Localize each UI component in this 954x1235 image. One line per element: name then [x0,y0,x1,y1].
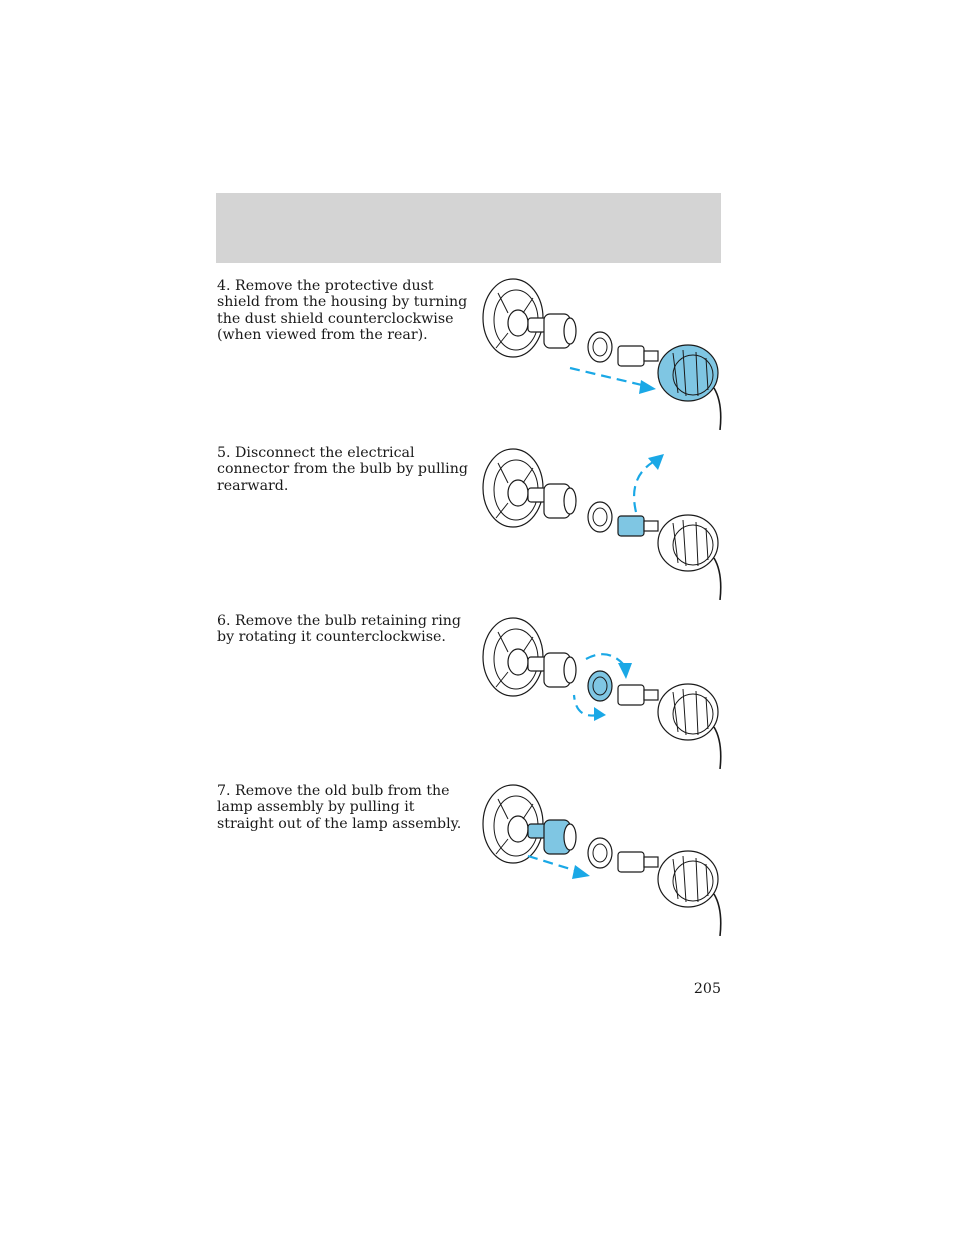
lamp-housing [482,448,544,528]
step-5-text: 5. Disconnect the electrical connector f… [217,445,468,494]
section-header-band [216,193,721,263]
retaining-ring [587,501,613,533]
dust-shield [657,850,722,936]
dust-shield [657,344,722,430]
step-4-illustration [482,278,722,430]
retaining-ring [587,331,613,363]
retaining-ring [587,837,613,869]
step-6-illustration [482,617,722,769]
electrical-connector [617,684,659,706]
dust-shield [657,514,722,600]
step-4-text: 4. Remove the protective dust shield fro… [217,278,468,343]
step-5-illustration [482,448,722,600]
electrical-connector [617,515,659,537]
removal-arrow [527,854,590,879]
page-number: 205 [693,981,721,997]
disconnect-arrow [632,454,664,513]
retaining-ring [587,670,613,702]
bulb [527,313,577,349]
bulb [527,483,577,519]
rotation-arrows [572,653,632,721]
electrical-connector [617,345,659,367]
bulb [527,819,577,855]
step-6-text: 6. Remove the bulb retaining ring by rot… [217,613,461,646]
bulb [527,652,577,688]
step-7-illustration [482,784,722,936]
electrical-connector [617,851,659,873]
dust-shield [657,683,722,769]
removal-arrow [569,366,656,394]
step-7-text: 7. Remove the old bulb from the lamp ass… [217,783,462,832]
